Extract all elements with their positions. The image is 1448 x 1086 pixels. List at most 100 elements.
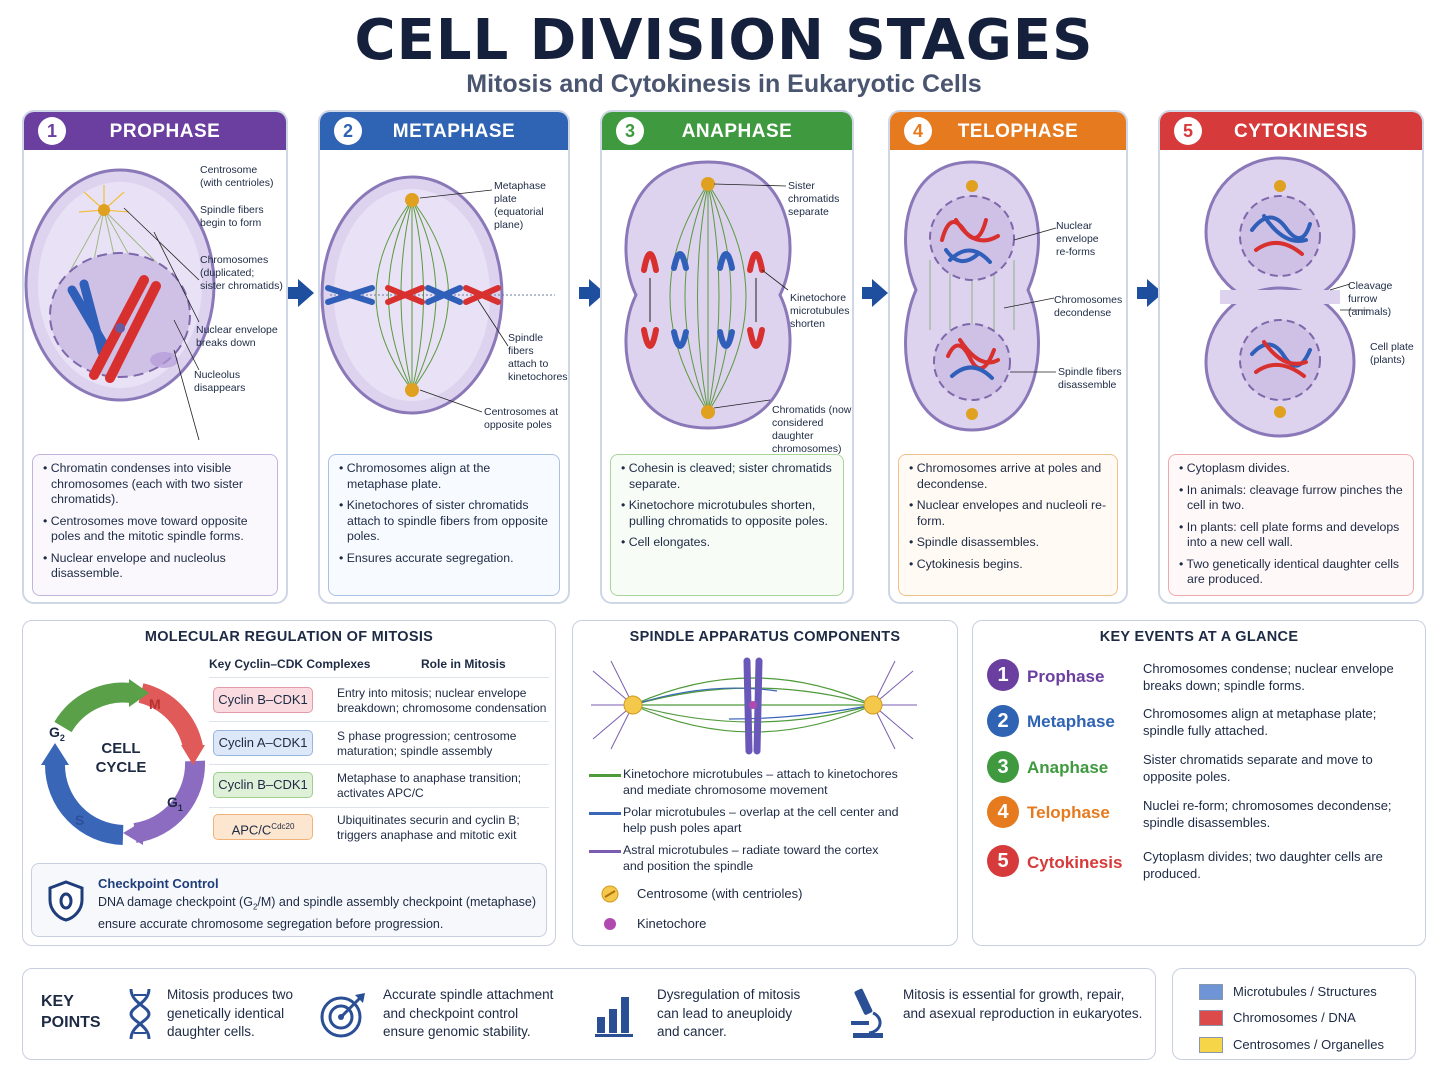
label-cleavage-furrow: Cleavage furrow (animals) (1348, 280, 1393, 318)
legend-polar-microtubules: Polar microtubules – overlap at the cell… (581, 805, 901, 836)
complex-role: S phase progression; centrosome maturati… (337, 729, 517, 758)
label-sister-chromatids: Sister chromatids separate (788, 180, 840, 218)
key-points-label: KEY POINTS (41, 993, 101, 1031)
stage-header: 4 TELOPHASE (890, 112, 1126, 150)
centrosome-icon (601, 885, 619, 903)
microscope-icon (851, 988, 883, 1038)
complex-cyclin-a-cdk1: Cyclin A–CDK1 (213, 730, 313, 756)
arrow-right-icon (862, 279, 888, 307)
panel-title: SPINDLE APPARATUS COMPONENTS (629, 629, 901, 645)
checkpoint-text: DNA damage checkpoint (G2/M) and spindle… (98, 895, 537, 931)
target-icon (320, 993, 365, 1038)
key-points-panel: KEY POINTS Mitosis produces two genetica… (22, 968, 1156, 1060)
phase-label-s: S (75, 812, 84, 828)
legend-astral-microtubules: Astral microtubules – radiate toward the… (581, 843, 901, 874)
legend-label: Centrosomes / Organelles (1233, 1037, 1385, 1052)
telophase-illustration (904, 160, 1057, 432)
stage-name: ANAPHASE (681, 121, 793, 142)
event-name-metaphase: Metaphase (1027, 712, 1115, 731)
checkpoint-box: Checkpoint Control DNA damage checkpoint… (31, 863, 547, 937)
stage-card-cytokinesis: 5 CYTOKINESIS Cleavage furrow (animals) … (1158, 110, 1424, 604)
col-header-complexes: Key Cyclin–CDK Complexes (209, 657, 371, 671)
stage-bullets: Cohesin is cleaved; sister chromatids se… (610, 454, 844, 596)
bullet: Nuclear envelope and nucleolus disassemb… (43, 551, 267, 582)
label-kinetochore-microtubules: Kinetochore microtubules shorten (790, 292, 850, 330)
stage-header: 1 PROPHASE (24, 112, 286, 150)
stage-card-metaphase: 2 METAPHASE Metaphase plate (equatorial … (318, 110, 570, 604)
molecular-regulation-panel: MOLECULAR REGULATION OF MITOSIS G2 M G1 … (22, 620, 556, 946)
bullet: Nuclear envelopes and nucleoli re-form. (909, 498, 1107, 529)
bar-chart-icon (595, 997, 633, 1037)
bullet: Cell elongates. (621, 535, 833, 551)
kinetochore-icon (604, 918, 616, 930)
stage-bullets: Chromatin condenses into visible chromos… (32, 454, 278, 596)
event-desc: Chromosomes condense; nuclear envelope b… (1143, 661, 1394, 693)
event-name-prophase: Prophase (1027, 667, 1105, 686)
event-desc: Nuclei re-form; chromosomes decondense; … (1143, 798, 1392, 830)
complex-apc-c: APC/CCdc20 (213, 814, 313, 840)
legend-swatch-yellow (1199, 1037, 1223, 1053)
legend-kinetochore-microtubules: Kinetochore microtubules – attach to kin… (581, 767, 901, 798)
stage-header: 3 ANAPHASE (602, 112, 852, 150)
bullet: Kinetochores of sister chromatids attach… (339, 498, 549, 545)
event-number: 2 (987, 705, 1019, 737)
phase-label-g2: G1 (167, 794, 183, 813)
bullet: Chromosomes arrive at poles and deconden… (909, 461, 1107, 492)
stage-card-telophase: 4 TELOPHASE Nuclear envelope re-forms Ch… (888, 110, 1128, 604)
bullet: Cytokinesis begins. (909, 557, 1107, 573)
legend-label: Chromosomes / DNA (1233, 1010, 1356, 1025)
event-name-cytokinesis: Cytokinesis (1027, 853, 1123, 872)
event-desc: Cytoplasm divides; two daughter cells ar… (1143, 849, 1383, 881)
stage-name: PROPHASE (109, 121, 221, 142)
legend-swatch-red (1199, 1010, 1223, 1026)
key-point: Accurate spindle attachment and checkpoi… (383, 987, 554, 1039)
checkpoint-title: Checkpoint Control (98, 876, 219, 891)
complex-role: Ubiquitinates securin and cyclin B; trig… (337, 813, 520, 842)
bullet: Chromosomes align at the metaphase plate… (339, 461, 549, 492)
stage-bullets: Chromosomes arrive at poles and deconden… (898, 454, 1118, 596)
bullet: In plants: cell plate forms and develops… (1179, 520, 1403, 551)
bullet: Spindle disassembles. (909, 535, 1107, 551)
key-point: Mitosis produces two genetically identic… (167, 987, 294, 1039)
page-title: CELL DIVISION STAGES (354, 8, 1094, 73)
complex-role: Entry into mitosis; nuclear envelope bre… (337, 686, 547, 715)
label-cell-plate: Cell plate (plants) (1370, 341, 1414, 366)
key-events-panel: KEY EVENTS AT A GLANCE 1 Prophase Chromo… (972, 620, 1426, 946)
legend-kinetochore: Kinetochore (637, 916, 707, 931)
bullet: Ensures accurate segregation. (339, 551, 549, 567)
cell-cycle-diagram: G2 M G1 S (41, 679, 206, 845)
label-spindle-attach: Spindle fibers attach to kinetochores (508, 332, 568, 383)
panel-title: MOLECULAR REGULATION OF MITOSIS (144, 629, 434, 645)
spindle-diagram (591, 657, 917, 755)
bullet: Centrosomes move toward opposite poles a… (43, 514, 267, 545)
stage-number: 1 (38, 117, 66, 145)
stage-header: 5 CYTOKINESIS (1160, 112, 1422, 150)
color-legend-panel: Microtubules / Structures Chromosomes / … (1172, 968, 1416, 1060)
legend-label: Microtubules / Structures (1233, 984, 1377, 999)
label-chromosomes: Chromosomes (duplicated; sister chromati… (200, 254, 283, 292)
bullet: Cohesin is cleaved; sister chromatids se… (621, 461, 833, 492)
stage-bullets: Chromosomes align at the metaphase plate… (328, 454, 560, 596)
phase-label-m: M (149, 696, 161, 712)
label-spindle-disassemble: Spindle fibers disassemble (1058, 366, 1122, 391)
arrow-right-icon (288, 279, 314, 307)
legend-swatch-blue (1199, 984, 1223, 1000)
label-centrosome: Centrosome (with centrioles) (200, 164, 274, 189)
label-nuclear-envelope-reforms: Nuclear envelope re-forms (1056, 220, 1099, 258)
stage-header: 2 METAPHASE (320, 112, 568, 150)
stage-number: 2 (334, 117, 362, 145)
complex-cyclin-b-cdk1: Cyclin B–CDK1 (213, 687, 313, 713)
page-subtitle: Mitosis and Cytokinesis in Eukaryotic Ce… (466, 70, 982, 98)
cell-cycle-center-label: CELL CYCLE (95, 740, 147, 776)
dna-icon (129, 988, 151, 1040)
stage-name: TELOPHASE (957, 121, 1079, 142)
stage-name: METAPHASE (392, 121, 516, 142)
bullet: Chromatin condenses into visible chromos… (43, 461, 267, 508)
event-name-telophase: Telophase (1027, 803, 1110, 822)
event-number: 5 (987, 845, 1019, 877)
event-number: 3 (987, 751, 1019, 783)
complex-cyclin-b-cdk1-anaphase: Cyclin B–CDK1 (213, 772, 313, 798)
event-number: 1 (987, 659, 1019, 691)
label-daughter-chromosomes: Chromatids (now considered daughter chro… (772, 404, 852, 455)
stage-number: 4 (904, 117, 932, 145)
